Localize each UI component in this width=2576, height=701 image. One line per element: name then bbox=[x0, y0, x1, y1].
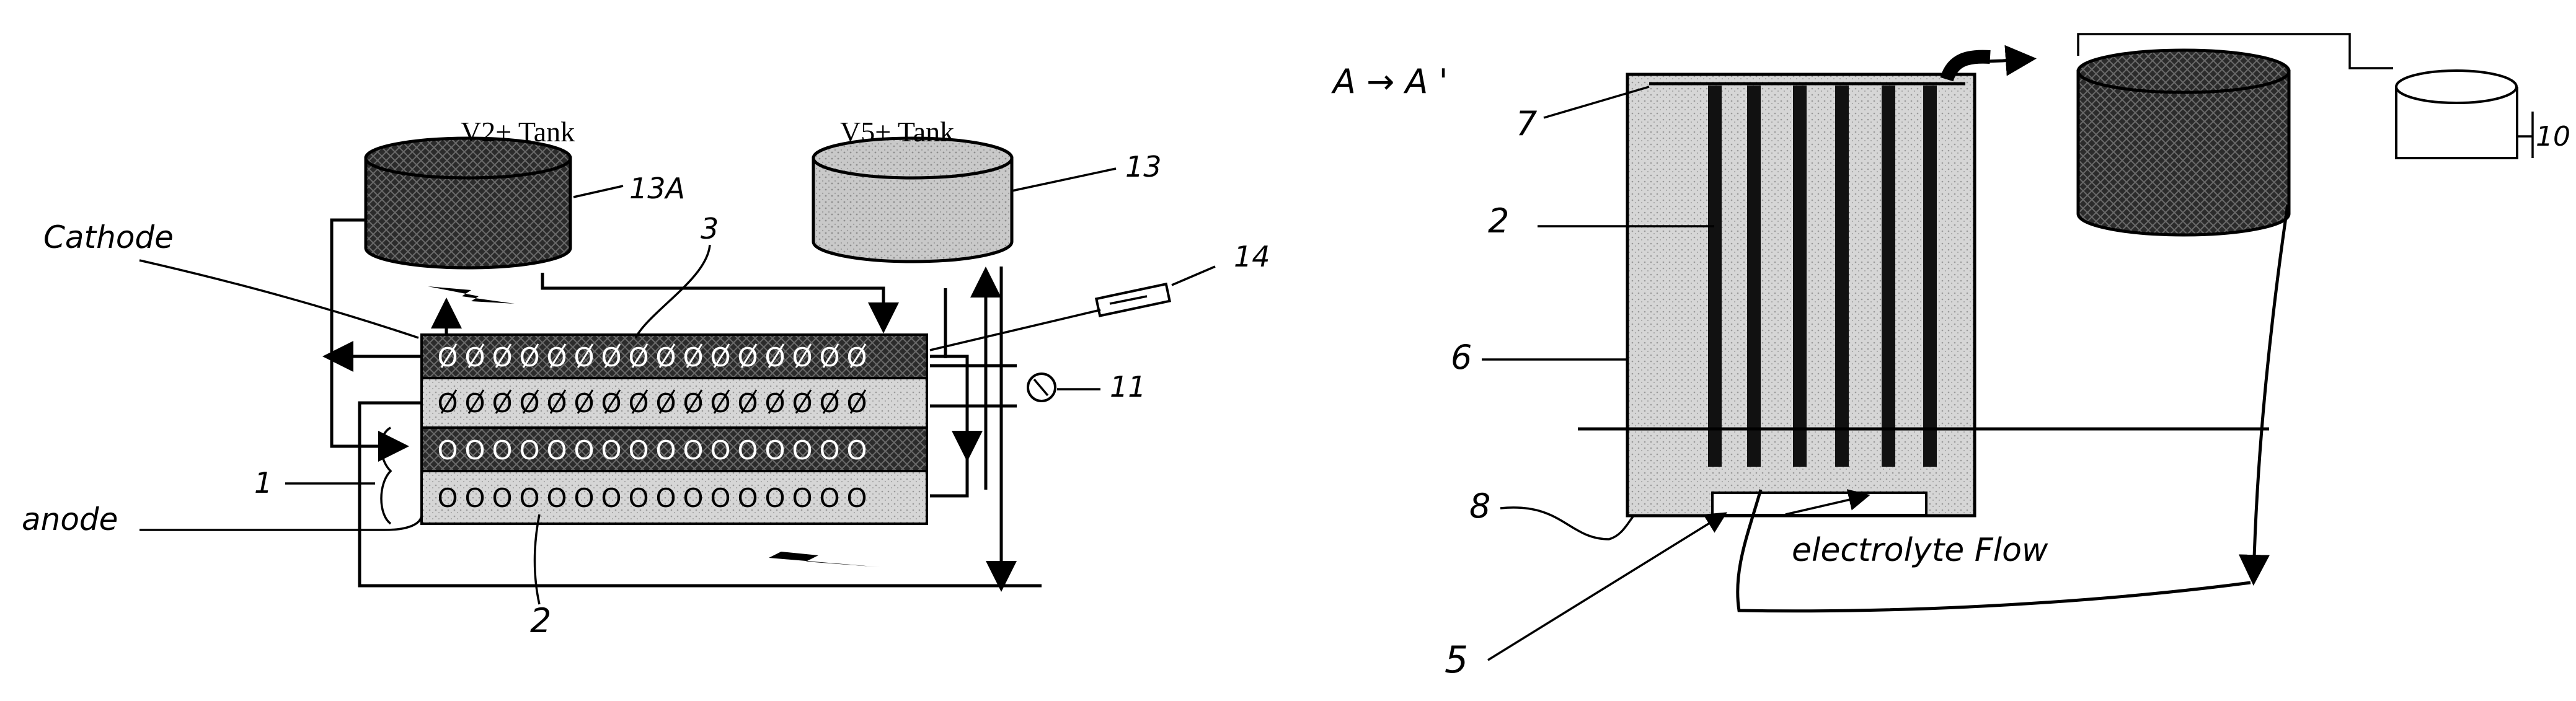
cell-element: O bbox=[573, 435, 594, 465]
cell-element: O bbox=[573, 483, 594, 513]
cell-element: O bbox=[519, 435, 539, 465]
tank-v5: V5+ Tank 13 bbox=[813, 116, 1162, 262]
cell-element: O bbox=[737, 483, 758, 513]
cell-element: O bbox=[519, 483, 539, 513]
cell-element: O bbox=[764, 435, 785, 465]
label-13a: 13A bbox=[629, 172, 685, 205]
cell-element: O bbox=[683, 435, 703, 465]
cell-element: O bbox=[819, 483, 839, 513]
cell-element: O bbox=[546, 435, 567, 465]
section-label: A → A ' bbox=[1331, 62, 1448, 101]
cell-element: O bbox=[492, 435, 512, 465]
cell-element: O bbox=[710, 483, 730, 513]
electrode-plate bbox=[1793, 86, 1807, 467]
label-8: 8 bbox=[1469, 487, 1490, 526]
cell-element: O bbox=[710, 435, 730, 465]
cell-element: O bbox=[792, 483, 812, 513]
label-1: 1 bbox=[254, 466, 272, 500]
tank-v2-title: V2+ Tank bbox=[461, 116, 575, 148]
label-cathode: Cathode bbox=[43, 219, 174, 255]
right-diagram: A → A ' 10 7 2 6 bbox=[1331, 34, 2570, 682]
cell-element: O bbox=[437, 435, 458, 465]
cell-element: O bbox=[846, 483, 867, 513]
cell-element: O bbox=[464, 483, 485, 513]
label-anode: anode bbox=[22, 501, 118, 537]
left-diagram: V2+ Tank 13A V5+ Tank 13 OOOOOOOOOOOOOOO… bbox=[22, 116, 1270, 640]
cell-element: O bbox=[846, 435, 867, 465]
electrode-plate bbox=[1835, 86, 1849, 467]
label-11: 11 bbox=[1110, 370, 1146, 403]
cell-element: O bbox=[764, 483, 785, 513]
tank-v5-title: V5+ Tank bbox=[840, 116, 954, 148]
label-2-left: 2 bbox=[530, 601, 551, 640]
flow-channel bbox=[1712, 493, 1926, 515]
lightning-mark bbox=[428, 286, 515, 304]
cell-element: O bbox=[737, 435, 758, 465]
electrode-plate bbox=[1747, 86, 1761, 467]
storage-tank bbox=[2078, 50, 2289, 235]
cell-element: O bbox=[492, 483, 512, 513]
electrode-plate bbox=[1882, 86, 1895, 467]
cell-element: O bbox=[628, 483, 648, 513]
label-3: 3 bbox=[701, 212, 719, 245]
reservoir-10: 10 bbox=[2396, 71, 2570, 158]
cell-element: O bbox=[819, 435, 839, 465]
cell-element: O bbox=[655, 435, 676, 465]
label-13: 13 bbox=[1125, 150, 1162, 183]
electrolyte-flow-label: electrolyte Flow bbox=[1792, 532, 2048, 569]
label-7: 7 bbox=[1516, 104, 1537, 143]
cell-element: O bbox=[655, 483, 676, 513]
cell-stack: OOOOOOOOOOOOOOOO OOOOOOOOOOOOOOOO OOOOOO… bbox=[422, 335, 927, 524]
lightning-mark bbox=[719, 545, 880, 567]
cell-element: O bbox=[683, 483, 703, 513]
electrode-plate bbox=[1923, 86, 1937, 467]
label-6: 6 bbox=[1451, 338, 1472, 377]
label-10: 10 bbox=[2536, 121, 2570, 152]
label-5: 5 bbox=[1445, 638, 1468, 682]
cell-element: O bbox=[628, 435, 648, 465]
cell-element: O bbox=[437, 483, 458, 513]
cell-element: O bbox=[464, 435, 485, 465]
electrode-plate bbox=[1708, 86, 1722, 467]
cell-element: O bbox=[601, 435, 621, 465]
cell-element: O bbox=[792, 435, 812, 465]
tank-v2: V2+ Tank 13A bbox=[366, 116, 685, 268]
cell-element: O bbox=[601, 483, 621, 513]
label-2-right: 2 bbox=[1488, 201, 1509, 240]
cell-element: O bbox=[546, 483, 567, 513]
label-14: 14 bbox=[1234, 240, 1270, 273]
